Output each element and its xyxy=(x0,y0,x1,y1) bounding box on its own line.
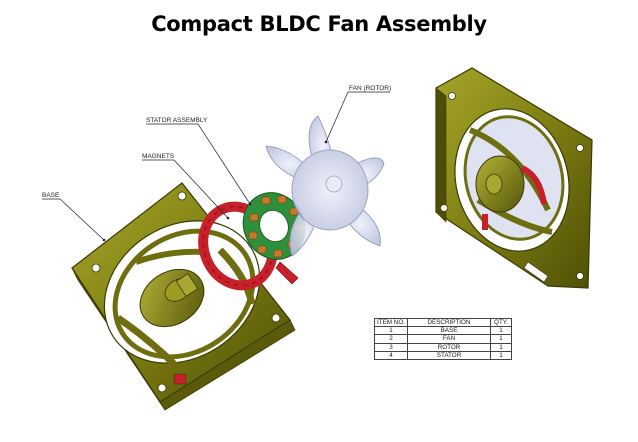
table-row: 3 ROTOR 1 xyxy=(374,342,512,352)
bom-header-row: ITEM NO. DESCRIPTION QTY. xyxy=(374,317,512,328)
bom-header-item: ITEM NO. xyxy=(374,317,408,328)
assembled-fan-view xyxy=(435,67,593,289)
bom-qty: 1 xyxy=(490,326,512,336)
fan-rotor xyxy=(265,115,385,257)
bom-description: BASE xyxy=(407,326,491,336)
bom-qty: 1 xyxy=(490,334,512,344)
table-row: 2 FAN 1 xyxy=(374,334,512,344)
page-title: Compact BLDC Fan Assembly xyxy=(151,12,487,36)
bom-qty: 1 xyxy=(490,350,512,361)
bom-description: ROTOR xyxy=(407,342,491,352)
callout-leaders xyxy=(42,91,390,241)
base-housing-exploded xyxy=(71,182,296,411)
callout-magnets: MAGNETS xyxy=(142,153,175,160)
callout-stator-assembly: STATOR ASSEMBLY xyxy=(146,117,208,124)
bom-header-description: DESCRIPTION xyxy=(407,317,491,328)
bom-item-no: 4 xyxy=(374,350,408,361)
callout-base: BASE xyxy=(42,192,60,199)
bom-header-qty: QTY. xyxy=(490,317,512,328)
bom-item-no: 3 xyxy=(374,342,408,352)
bom-description: FAN xyxy=(407,334,491,344)
bom-item-no: 1 xyxy=(374,326,408,336)
table-row: 4 STATOR 1 xyxy=(374,350,512,361)
bill-of-materials-table: ITEM NO. DESCRIPTION QTY. 1 BASE 1 2 FAN… xyxy=(374,317,512,361)
callout-fan-rotor: FAN (ROTOR) xyxy=(349,85,391,92)
bom-qty: 1 xyxy=(490,342,512,352)
bom-item-no: 2 xyxy=(374,334,408,344)
bom-description: STATOR xyxy=(407,350,491,361)
table-row: 1 BASE 1 xyxy=(374,326,512,336)
